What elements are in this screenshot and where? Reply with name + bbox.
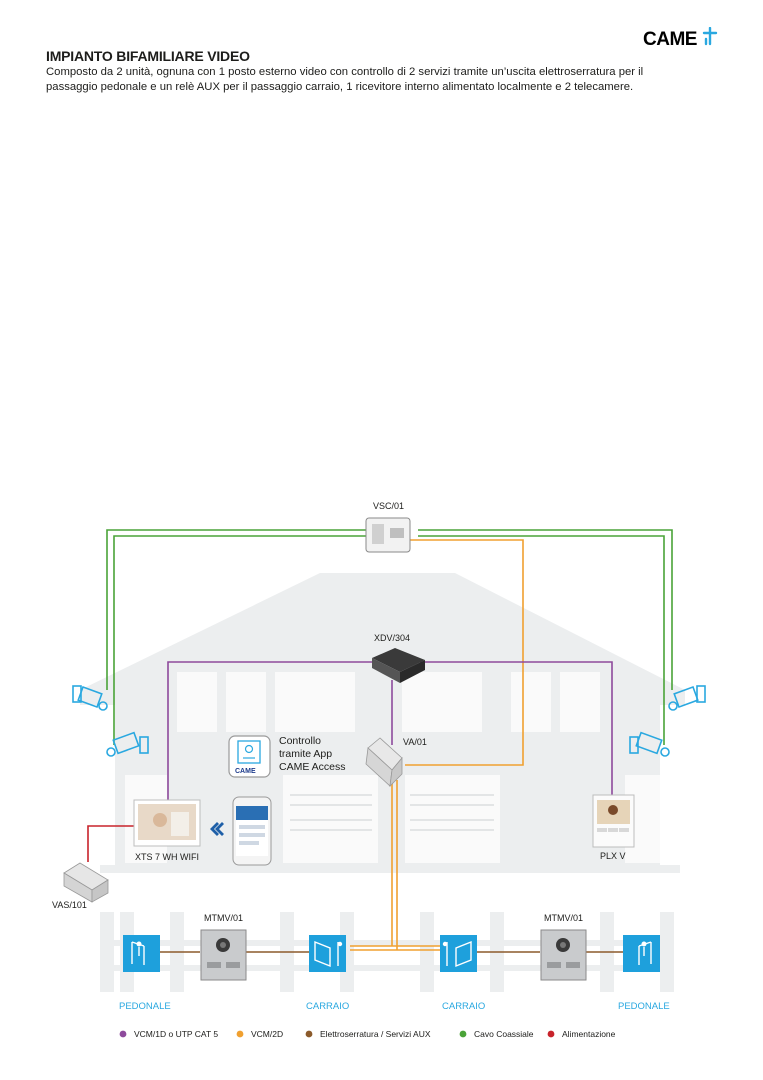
app-label-line2: tramite App (279, 748, 332, 760)
vas-label: VAS/101 (52, 900, 87, 910)
house-background (80, 573, 685, 992)
mtmv-left-label: MTMV/01 (204, 913, 243, 923)
legend-dot-green (459, 1030, 467, 1038)
va-01-device: VA/01 (365, 737, 427, 788)
came-access-app-icon: CAME (228, 735, 271, 778)
legend-dot-red (547, 1030, 555, 1038)
gate-label-pedonale-right: PEDONALE (618, 1001, 670, 1012)
va-label: VA/01 (403, 737, 427, 747)
gate-label-pedonale-left: PEDONALE (119, 1001, 171, 1012)
legend-label-coax: Cavo Coassiale (474, 1029, 534, 1039)
driveway-gate-icon (440, 935, 477, 972)
legend-label-lock: Elettroserratura / Servizi AUX (320, 1029, 431, 1039)
legend-label-vcm1d: VCM/1D o UTP CAT 5 (134, 1029, 218, 1039)
vas-101-power-supply: VAS/101 (52, 862, 109, 910)
xts-7-monitor: XTS 7 WH WIFI (133, 799, 201, 862)
xdv-label: XDV/304 (374, 633, 410, 643)
driveway-gate-icon (309, 935, 346, 972)
logo-text: CAME (643, 29, 697, 49)
coax-cable-lines (106, 529, 673, 745)
camera-icon (72, 685, 108, 711)
xdv-304-device: XDV/304 (372, 633, 425, 683)
smartphone-icon (232, 796, 272, 866)
pedestrian-gate-icon (123, 935, 160, 972)
page-description: Composto da 2 unità, ognuna con 1 posto … (46, 66, 644, 93)
xts-label: XTS 7 WH WIFI (135, 852, 199, 862)
camera-icon (106, 731, 149, 757)
app-label-line1: Controllo (279, 735, 321, 747)
gate-label-carraio-left: CARRAIO (306, 1001, 349, 1012)
wifi-signal-icon (210, 822, 224, 836)
plx-v-monitor: PLX V (592, 794, 635, 861)
vsc-01-device: VSC/01 (365, 501, 411, 553)
logo-mark-icon (702, 26, 718, 46)
app-icon-text: CAME (235, 768, 256, 775)
legend-dot-brown (305, 1030, 313, 1038)
legend: VCM/1D o UTP CAT 5 VCM/2D Elettroserratu… (119, 1029, 616, 1039)
gate-label-carraio-right: CARRAIO (442, 1001, 485, 1012)
legend-dot-purple (119, 1030, 127, 1038)
mtmv-01-right-panel: MTMV/01 (540, 913, 587, 981)
pedestrian-gate-icon (623, 935, 660, 972)
legend-label-vcm2d: VCM/2D (251, 1029, 283, 1039)
vcm-1d-lines (167, 661, 613, 805)
vsc-label: VSC/01 (373, 501, 404, 511)
legend-dot-orange (236, 1030, 244, 1038)
app-label-line3: CAME Access (279, 761, 346, 773)
vcm-2d-lines (350, 539, 524, 951)
legend-label-power: Alimentazione (562, 1029, 616, 1039)
mtmv-01-left-panel: MTMV/01 (200, 913, 247, 981)
page-title: IMPIANTO BIFAMILIARE VIDEO (46, 48, 250, 64)
power-lines (87, 825, 135, 862)
camera-icon (668, 685, 706, 711)
came-logo: CAME (643, 26, 719, 50)
mtmv-right-label: MTMV/01 (544, 913, 583, 923)
plx-label: PLX V (600, 851, 626, 861)
camera-icon (629, 731, 670, 757)
